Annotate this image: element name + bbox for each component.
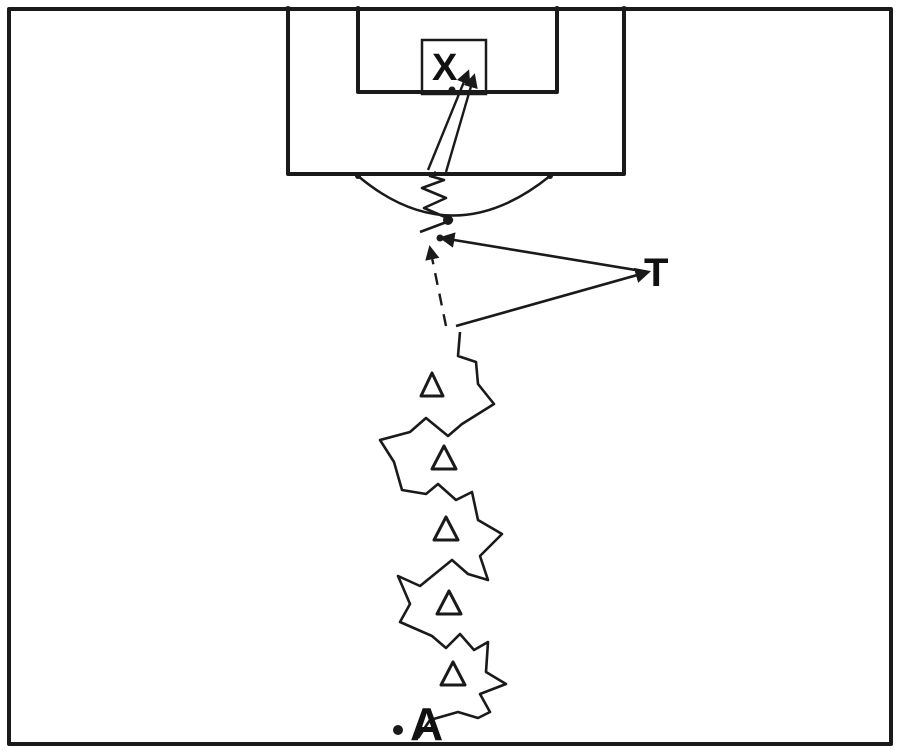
ball bbox=[436, 234, 444, 242]
corner-mark bbox=[285, 6, 291, 12]
shot-line bbox=[444, 73, 478, 173]
return-pass bbox=[438, 232, 649, 274]
corner-mark bbox=[355, 6, 361, 12]
penalty-arc bbox=[357, 175, 551, 217]
dribble-path bbox=[378, 331, 508, 739]
goal bbox=[420, 38, 488, 96]
pass-to-coach bbox=[455, 267, 652, 328]
penalty-box bbox=[286, 9, 626, 176]
goal-area bbox=[356, 9, 559, 94]
cone bbox=[439, 660, 467, 687]
arc-mark bbox=[355, 173, 361, 179]
shot-line bbox=[426, 69, 471, 171]
cones bbox=[419, 371, 467, 687]
field-boundary bbox=[7, 7, 893, 746]
ball bbox=[393, 725, 403, 735]
corner-mark bbox=[621, 6, 627, 12]
arc-mark bbox=[547, 173, 553, 179]
cone bbox=[430, 444, 458, 471]
ball bbox=[448, 86, 456, 94]
player-run bbox=[425, 245, 448, 327]
field bbox=[7, 6, 893, 746]
coach-label: T bbox=[644, 251, 668, 295]
cone bbox=[419, 371, 445, 398]
goalkeeper-label: X bbox=[432, 47, 458, 89]
cone bbox=[432, 515, 460, 542]
corner-mark bbox=[554, 6, 560, 12]
ball bbox=[443, 215, 453, 225]
player-label: A bbox=[410, 698, 443, 750]
cone bbox=[435, 589, 463, 616]
